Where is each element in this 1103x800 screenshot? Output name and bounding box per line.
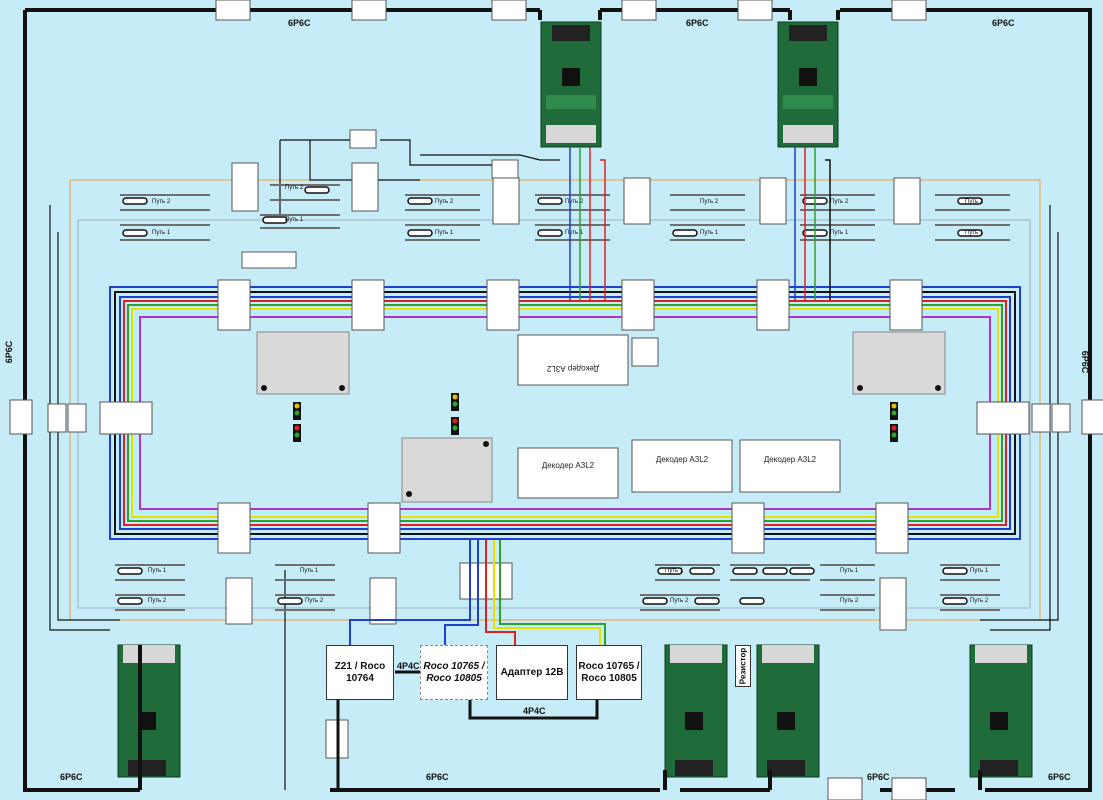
roco-label: Roco 10765 / Roco 10805 [578,660,640,684]
track-label-path1: Путь 1 [700,230,719,236]
track-label-path2: Путь 2 [305,598,324,604]
decoder-label-right-a: Декодер А3L2 [656,455,709,464]
cable-label-4p4c-1: 4P4C [397,661,420,671]
track-label-path1: Путь 1 [830,230,849,236]
decoder-boards [517,334,841,499]
track-label-path2: Путь 2 [435,199,454,205]
roco-booster-optional: Roco 10765 / Roco 10805 [420,645,488,700]
track-label-path2: Путь 2 [148,598,167,604]
pcb-board-top-2 [777,21,839,148]
adapter-label: Адаптер 12В [500,666,564,678]
roco-booster: Roco 10765 / Roco 10805 [576,645,642,700]
track-label-path1: Путь 1 [965,230,984,236]
track-label-path2: Путь 2 [152,199,171,205]
track-label-path1: Путь 1 [840,568,859,574]
track-label-path2: Путь 2 [565,199,584,205]
pcb-board-bottom-3 [756,644,820,778]
adapter-12v: Адаптер 12В [496,645,568,700]
cable-label-top-middle: 6P6C [686,18,709,28]
bus-connectors [47,129,1071,759]
track-label-path1: Путь 1 [970,568,989,574]
track-feeders [69,179,1041,621]
pcb-board-top-1 [540,21,602,148]
track-label-path2: Путь 2 [965,199,984,205]
decoder-labels: Декодер А3L2 Декодер А3L2 Декодер А3L2 Д… [542,364,817,470]
track-rails [115,184,1010,611]
inner-wires [49,139,1059,790]
resistor-label: Резистор [738,647,748,685]
pcb-board-bottom-2 [664,644,728,778]
signals [293,393,898,442]
decoder-label-center-top: Декодер А3L2 [546,364,599,373]
track-label-path1: Путь 1 [565,230,584,236]
track-label-path1: Путь 1 [152,230,171,236]
track-label-path2: Путь 2 [700,199,719,205]
outer-bus-connectors [9,0,1103,800]
z21-command-station: Z21 / Roco 10764 [326,645,394,700]
cable-label-top-right: 6P6C [992,18,1015,28]
signal-modules [256,331,946,503]
track-label-path1: Путь 1 [148,568,167,574]
cable-labels: 6P6C 6P6C 6P6C 6P6C 6P6C 6P6C 6P6C 4P4C … [4,18,1090,782]
pcb-boards [117,21,1033,778]
cable-label-top-left: 6P6C [288,18,311,28]
cable-label-bottom-right-1: 6P6C [867,772,890,782]
track-label-path1: Путь 1 [300,568,319,574]
track-label-path1: Путь 1 [285,217,304,223]
track-label-path2: Путь 2 [840,598,859,604]
cable-label-left-side: 6P6C [4,340,14,363]
cable-label-bottom-right-2: 6P6C [1048,772,1071,782]
track-sensors [117,186,983,605]
track-label-path2: Путь 2 [285,185,304,191]
roco-optional-label: Roco 10765 / Roco 10805 [423,660,485,684]
track-label-path1: Путь 1 [665,568,684,574]
cable-label-4p4c-2: 4P4C [523,706,546,716]
cable-label-bottom-middle: 6P6C [426,772,449,782]
z21-label: Z21 / Roco 10764 [334,660,386,684]
track-label-path2: Путь 2 [970,598,989,604]
pcb-board-bottom-1 [117,644,181,778]
pcb-board-bottom-4 [969,644,1033,778]
track-label-path2: Путь 2 [830,199,849,205]
track-label-path2: Путь 2 [670,598,689,604]
cable-label-right-side: 6P6C [1080,351,1090,374]
decoder-label-center-mid: Декодер А3L2 [542,461,595,470]
track-labels: Путь 2 Путь 1 Путь 2 Путь 1 Путь 2 Путь … [148,185,989,604]
track-label-path1: Путь 1 [435,230,454,236]
decoder-label-right-b: Декодер А3L2 [764,455,817,464]
resistor: Резистор [735,645,751,687]
cable-label-bottom-left: 6P6C [60,772,83,782]
